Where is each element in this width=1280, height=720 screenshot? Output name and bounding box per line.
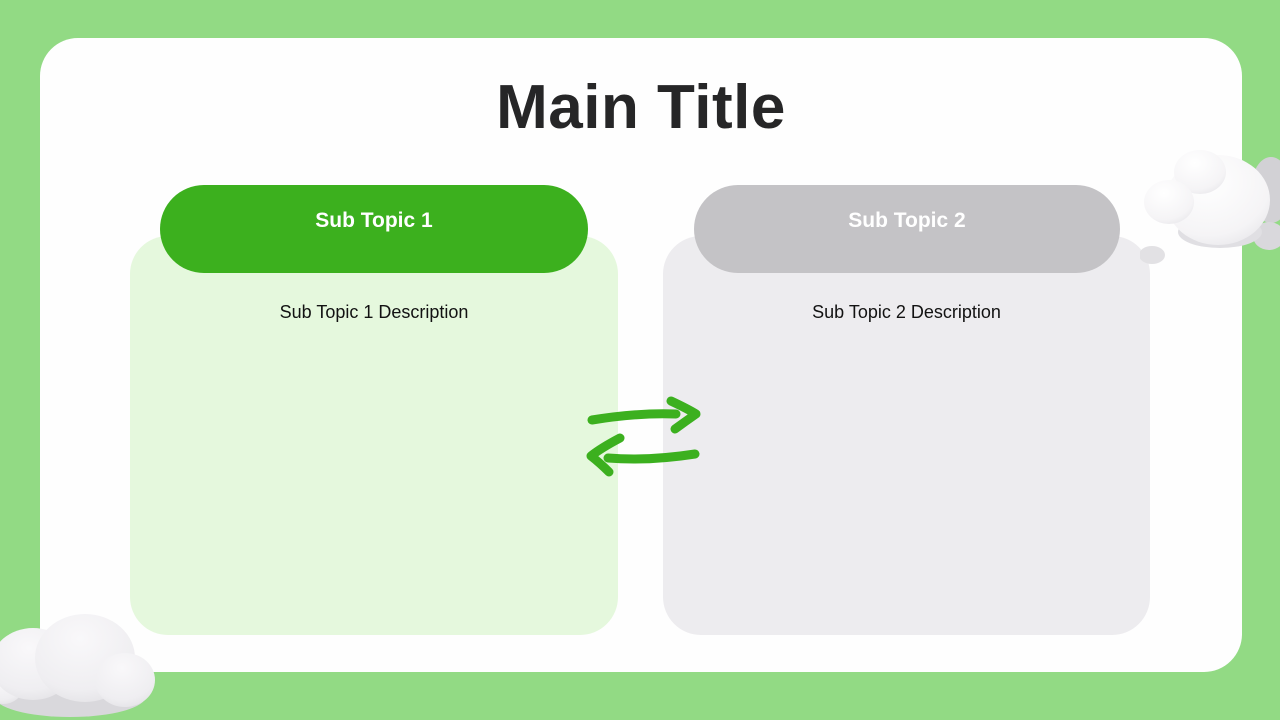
subtopic-1-description: Sub Topic 1 Description xyxy=(279,302,469,322)
cloud-icon xyxy=(0,614,155,717)
subtopic-2-description: Sub Topic 2 Description xyxy=(812,302,1001,322)
main-title: Main Title xyxy=(496,73,786,142)
subtopic-2-panel: Sub Topic 2 Description xyxy=(663,236,1150,635)
subtopic-2-header: Sub Topic 2 xyxy=(694,185,1120,273)
subtopic-1-panel: Sub Topic 1 Description xyxy=(130,236,618,635)
swap-arrows-icon xyxy=(586,396,701,477)
subtopic-1-label: Sub Topic 1 xyxy=(315,209,433,232)
subtopic-1-header: Sub Topic 1 xyxy=(160,185,588,273)
subtopic-2-label: Sub Topic 2 xyxy=(848,209,966,232)
cloud-icon xyxy=(1140,150,1280,264)
